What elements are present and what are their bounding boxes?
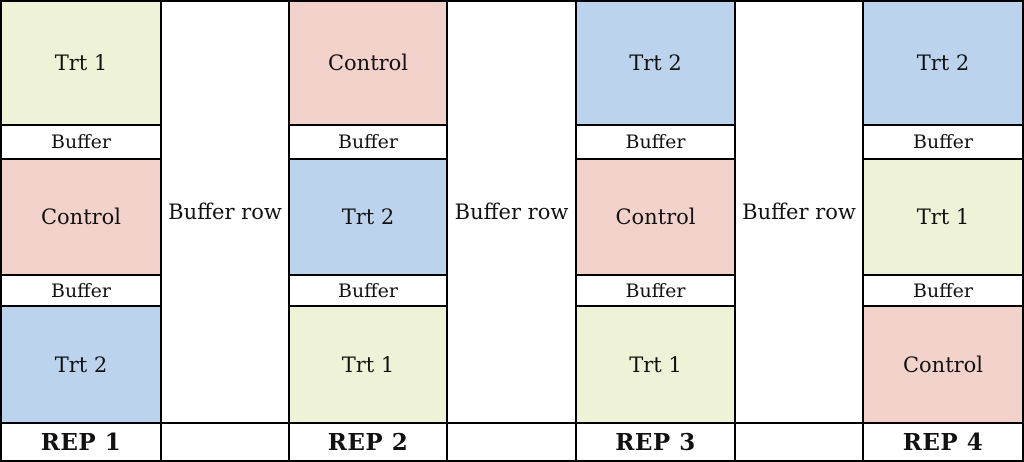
buffer-strip: Buffer (0, 124, 162, 160)
buffer-strip: Buffer (575, 274, 736, 307)
buffer-strip: Buffer (862, 124, 1024, 160)
plot-trt-2: Trt 2 (862, 0, 1024, 126)
buffer-strip: Buffer (575, 124, 736, 160)
plot-trt-2: Trt 2 (575, 0, 736, 126)
rep-label: REP 1 (0, 422, 162, 462)
rep-label: REP 3 (575, 422, 736, 462)
buffer-row: Buffer row (160, 0, 290, 424)
buffer-row: Buffer row (446, 0, 577, 424)
buffer-strip: Buffer (0, 274, 162, 307)
plot-control: Control (862, 305, 1024, 424)
plot-control: Control (575, 158, 736, 276)
empty-rep-cell (734, 422, 864, 462)
plot-trt-1: Trt 1 (862, 158, 1024, 276)
buffer-strip: Buffer (862, 274, 1024, 307)
plot-trt-1: Trt 1 (0, 0, 162, 126)
plot-trt-1: Trt 1 (575, 305, 736, 424)
buffer-row: Buffer row (734, 0, 864, 424)
rep-label: REP 2 (288, 422, 448, 462)
plot-control: Control (0, 158, 162, 276)
plot-trt-2: Trt 2 (288, 158, 448, 276)
plot-trt-1: Trt 1 (288, 305, 448, 424)
rep-label: REP 4 (862, 422, 1024, 462)
buffer-strip: Buffer (288, 274, 448, 307)
empty-rep-cell (446, 422, 577, 462)
buffer-strip: Buffer (288, 124, 448, 160)
plot-control: Control (288, 0, 448, 126)
plot-trt-2: Trt 2 (0, 305, 162, 424)
empty-rep-cell (160, 422, 290, 462)
